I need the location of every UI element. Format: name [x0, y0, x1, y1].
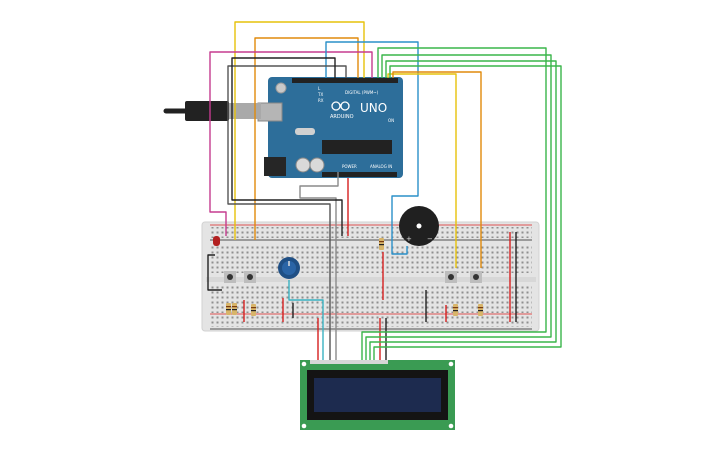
rx-label: RX: [318, 98, 324, 103]
wire-gray[interactable]: [299, 172, 339, 360]
reset-button[interactable]: [275, 82, 287, 94]
power-rail-top: [210, 227, 532, 238]
resistor-2[interactable]: [232, 303, 237, 315]
wire-blue-top[interactable]: [325, 41, 419, 255]
wire-green-2[interactable]: [365, 54, 552, 360]
push-button-2[interactable]: [244, 271, 256, 283]
wire-dark-gray[interactable]: [227, 65, 347, 360]
wire-teal[interactable]: [288, 280, 324, 360]
red-led[interactable]: [213, 236, 220, 246]
buzzer-minus-label: −: [427, 235, 433, 243]
wire-orange-right[interactable]: [392, 71, 482, 268]
power-label: POWER: [342, 164, 357, 169]
resistor-4[interactable]: [379, 238, 384, 250]
digital-header: [292, 78, 398, 83]
terminal-strip-bottom: [210, 285, 532, 313]
analog-label: ANALOG IN: [370, 164, 392, 169]
wire-yellow-right[interactable]: [387, 73, 457, 268]
lcd-screen: [314, 378, 441, 412]
wire-black-left[interactable]: [207, 254, 222, 291]
arduino-brand-text: UNO: [360, 101, 387, 115]
piezo-buzzer[interactable]: + −: [399, 206, 439, 246]
wire-green-4[interactable]: [373, 65, 562, 360]
atmega-chip: [322, 140, 392, 154]
push-button-4[interactable]: [470, 271, 482, 283]
lcd-16x2-display[interactable]: [300, 360, 455, 430]
resistor-1[interactable]: [226, 303, 231, 315]
wire-green-1[interactable]: [361, 47, 547, 360]
arduino-model-text: ARDUINO: [330, 114, 354, 120]
crystal-oscillator: [295, 128, 315, 135]
on-label: ON: [388, 118, 394, 123]
push-button-1[interactable]: [224, 271, 236, 283]
wire-orange-top[interactable]: [254, 37, 359, 240]
tx-label: TX: [317, 92, 323, 97]
resistor-5[interactable]: [453, 304, 458, 316]
l-label: L: [318, 86, 321, 91]
center-channel: [206, 277, 536, 282]
potentiometer[interactable]: [278, 257, 300, 279]
wire-magenta[interactable]: [209, 51, 373, 236]
power-rail-bottom: [210, 316, 532, 327]
lcd-pin-header: [310, 360, 388, 364]
wire-black-gnd[interactable]: [231, 57, 343, 236]
power-jack[interactable]: [264, 157, 286, 176]
buzzer-plus-label: +: [406, 235, 412, 243]
usb-port[interactable]: [257, 102, 283, 122]
push-button-3[interactable]: [445, 271, 457, 283]
arduino-logo-icon: [331, 101, 350, 111]
digital-label: DIGITAL (PWM~): [345, 90, 379, 95]
resistor-3[interactable]: [251, 304, 256, 316]
capacitor-1: [295, 157, 311, 173]
wire-green-3[interactable]: [369, 60, 557, 360]
power-analog-header: [322, 172, 397, 177]
wire-yellow-top[interactable]: [234, 21, 365, 240]
arduino-uno-board[interactable]: UNO ARDUINO DIGITAL (PWM~) POWER ANALOG …: [257, 77, 403, 178]
usb-cable[interactable]: [163, 101, 261, 121]
resistor-6[interactable]: [478, 304, 483, 316]
capacitor-2: [309, 157, 325, 173]
terminal-strip-top: [210, 245, 532, 273]
